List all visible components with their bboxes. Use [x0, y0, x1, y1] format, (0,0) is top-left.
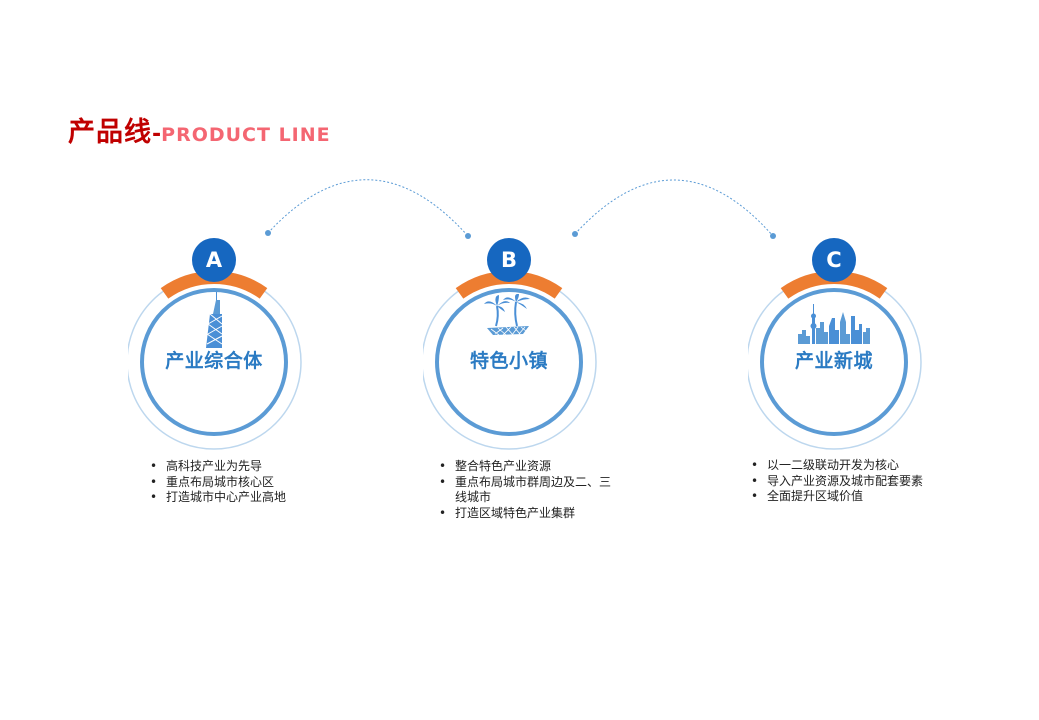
badge-b: B [487, 238, 531, 282]
bullet-item: 打造区域特色产业集群 [435, 506, 611, 522]
bullet-item: 以一二级联动开发为核心 [747, 458, 927, 474]
title-english: PRODUCT LINE [161, 124, 331, 146]
product-card-a: A 产业综合体 [128, 230, 328, 450]
title-separator: - [152, 122, 162, 147]
city-skyline-icon [798, 304, 870, 344]
product-card-c: C 产业新城 [748, 230, 948, 450]
card-label-b: 特色小镇 [469, 350, 548, 372]
bullet-list-c: 以一二级联动开发为核心 导入产业资源及城市配套要素 全面提升区域价值 [747, 458, 927, 505]
bullet-item: 导入产业资源及城市配套要素 [747, 474, 927, 490]
bullet-item: 重点布局城市群周边及二、三线城市 [435, 475, 611, 506]
bullet-item: 高科技产业为先导 [146, 459, 346, 475]
card-label-c: 产业新城 [794, 350, 873, 372]
skyscraper-icon [206, 292, 223, 348]
badge-c: C [812, 238, 856, 282]
card-label-a: 产业综合体 [165, 350, 263, 372]
title-chinese: 产品线 [68, 117, 152, 148]
bullet-item: 重点布局城市核心区 [146, 475, 346, 491]
bullet-list-b: 整合特色产业资源 重点布局城市群周边及二、三线城市 打造区域特色产业集群 [435, 459, 611, 521]
page-title: 产品线-PRODUCT LINE [68, 114, 331, 155]
product-card-b: B 特色小镇 [423, 230, 623, 450]
palm-trees-icon [484, 294, 530, 336]
bullet-item: 全面提升区域价值 [747, 489, 927, 505]
bullet-item: 打造城市中心产业高地 [146, 490, 346, 506]
bullet-list-a: 高科技产业为先导 重点布局城市核心区 打造城市中心产业高地 [146, 459, 346, 506]
bullet-item: 整合特色产业资源 [435, 459, 611, 475]
badge-a: A [192, 238, 236, 282]
